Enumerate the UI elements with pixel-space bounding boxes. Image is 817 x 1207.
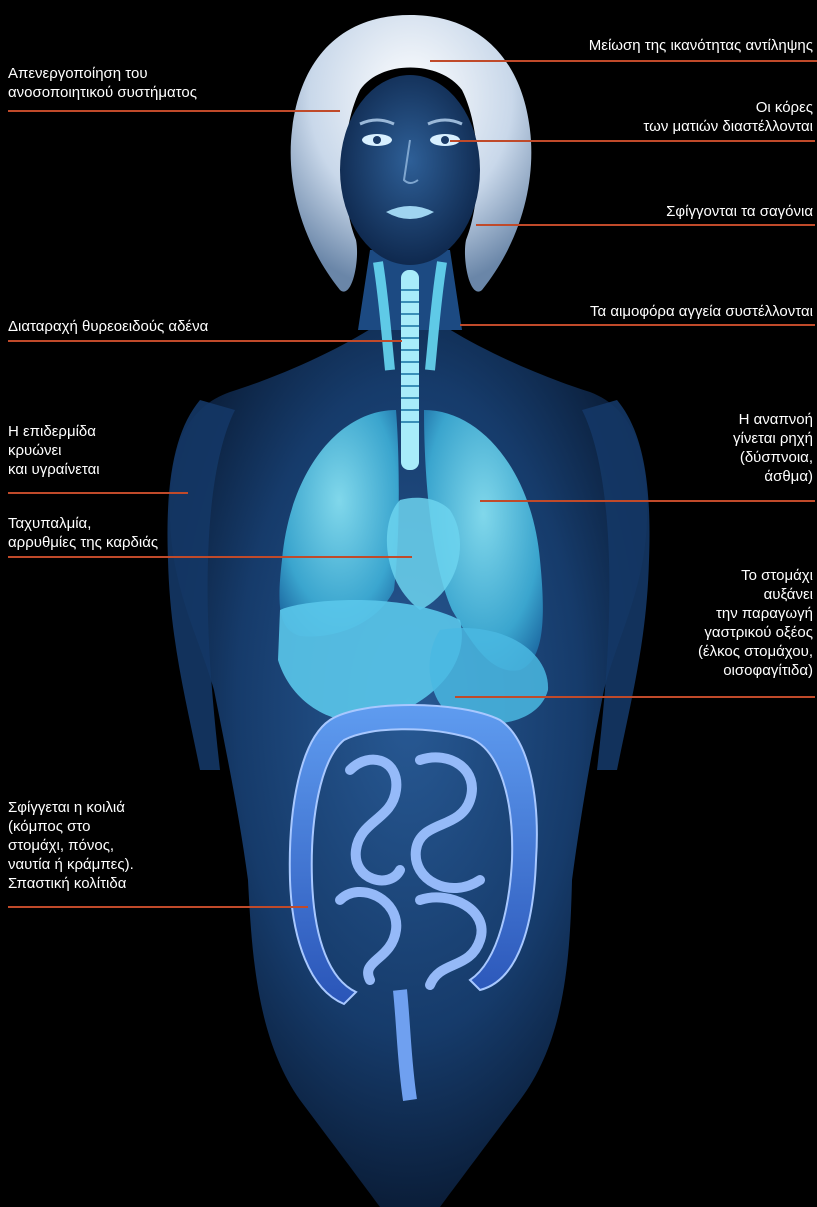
stomach-leader-line (455, 696, 815, 698)
face (340, 75, 480, 265)
label-thyroid: Διαταραχή θυρεοειδούς αδένα (8, 317, 208, 336)
breathing-leader-line (480, 500, 815, 502)
label-vessels: Τα αιμοφόρα αγγεία συστέλλονται (590, 302, 813, 321)
label-immune: Απενεργοποίηση του ανοσοποιητικού συστήμ… (8, 64, 197, 102)
label-jaws: Σφίγγονται τα σαγόνια (666, 202, 813, 221)
label-perception: Μείωση της ικανότητας αντίληψης (589, 36, 813, 55)
jaws-leader-line (476, 224, 815, 226)
trachea (401, 270, 419, 470)
label-pupils: Οι κόρες των ματιών διαστέλλονται (643, 98, 813, 136)
vessels-leader-line (460, 324, 815, 326)
perception-leader-line (430, 60, 817, 62)
label-breathing: Η αναπνοή γίνεται ρηχή (δύσπνοια, άσθμα) (733, 410, 813, 486)
skin-leader-line (8, 492, 188, 494)
thyroid-leader-line (8, 340, 402, 342)
heart-leader-line (8, 556, 412, 558)
pupils-leader-line (450, 140, 815, 142)
label-skin: Η επιδερμίδα κρυώνει και υγραίνεται (8, 422, 100, 479)
label-belly: Σφίγγεται η κοιλιά (κόμπος στο στομάχι, … (8, 798, 134, 893)
belly-leader-line (8, 906, 308, 908)
immune-leader-line (8, 110, 340, 112)
label-heart: Ταχυπαλμία, αρρυθμίες της καρδιάς (8, 514, 158, 552)
label-stomach: Το στομάχι αυξάνει την παραγωγή γαστρικο… (698, 566, 813, 680)
